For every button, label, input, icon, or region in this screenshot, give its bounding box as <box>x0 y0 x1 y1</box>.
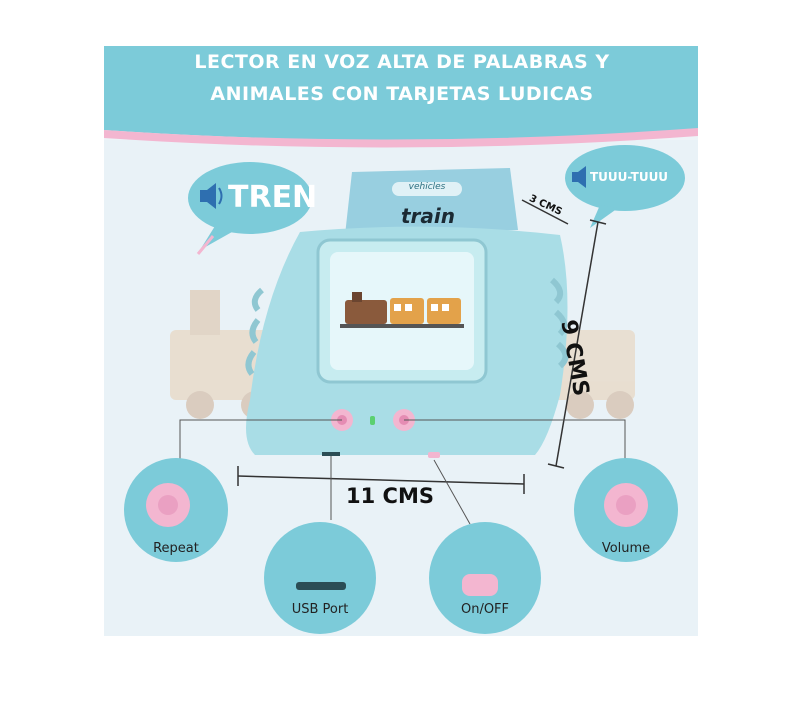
header-title-line-2: ANIMALES CON TARJETAS LUDICAS <box>210 83 594 105</box>
flash-card <box>345 168 518 235</box>
bubble-tren <box>188 162 312 255</box>
header-banner <box>104 46 698 140</box>
usb-port-label: USB Port <box>291 602 349 617</box>
repeat-label: Repeat <box>153 541 199 556</box>
dimension-lines <box>237 199 607 494</box>
header-title-line-1: LECTOR EN VOZ ALTA DE PALABRAS Y <box>194 51 610 73</box>
bubble-tuuu-text: TUUU-TUUU <box>590 170 669 184</box>
card-word: train <box>400 204 455 228</box>
power-label: On/OFF <box>460 602 510 617</box>
volume-label: Volume <box>601 541 651 556</box>
callout-repeat <box>124 458 228 562</box>
device-body <box>245 226 569 458</box>
screen-train-image <box>340 292 464 328</box>
callout-volume <box>574 458 678 562</box>
speaker-icon <box>200 183 223 209</box>
callout-power <box>429 522 541 634</box>
bubble-tren-text: TREN <box>228 180 318 215</box>
card-category: vehicles <box>408 182 446 192</box>
width-dimension: 11 CMS <box>346 484 434 508</box>
callout-usb <box>264 522 376 634</box>
